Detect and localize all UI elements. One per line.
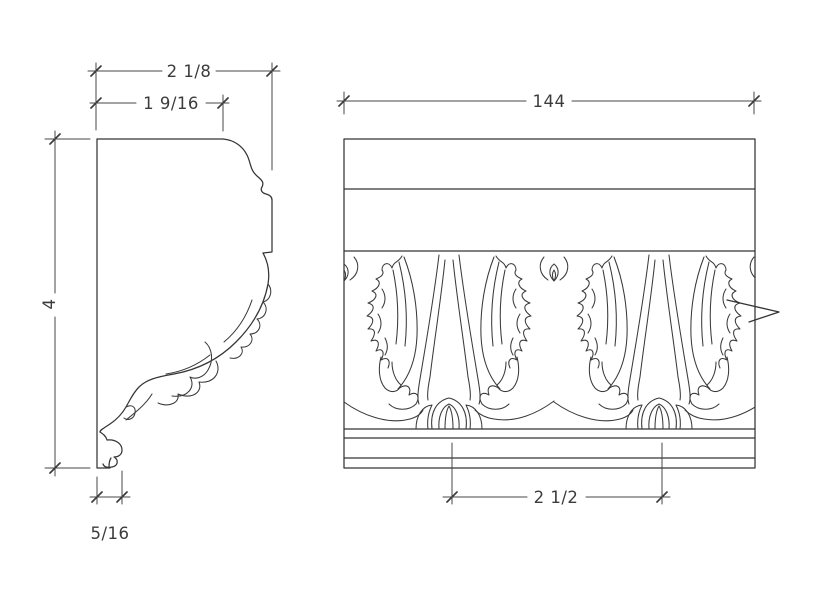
dim-top-face-label: 1 9/16 [143, 94, 199, 113]
profile-foot-ogee [99, 431, 123, 468]
profile-top-ogee [222, 138, 273, 254]
elevation-view [343, 138, 756, 469]
elevation-base-lines [343, 428, 756, 459]
profile-scallops [229, 283, 272, 359]
profile-bottom-curl [123, 405, 136, 420]
elevation-outline [343, 138, 756, 469]
profile-leaf-folds [157, 341, 219, 406]
elevation-dimensions: 144 2 1/2 [336, 91, 762, 507]
dim-height-label: 4 [40, 299, 59, 310]
dim-overall-length-label: 144 [533, 92, 566, 111]
break-mark [726, 299, 780, 323]
acanthus-frieze-band [330, 255, 822, 429]
profile-main-sweep [99, 252, 270, 433]
profile-view [96, 138, 273, 469]
dim-pattern-repeat-label: 2 1/2 [534, 488, 579, 507]
profile-back-edge [96, 138, 111, 469]
dimension-ticks [338, 95, 760, 503]
dimension-ticks [49, 65, 278, 503]
dim-overall-projection-label: 2 1/8 [167, 62, 212, 81]
dim-bottom-thickness-label: 5/16 [90, 524, 129, 543]
profile-dimensions: 2 1/8 1 9/16 4 5/16 [40, 62, 281, 543]
profile-inner-veins [125, 299, 253, 421]
elevation-fascia-lines [343, 188, 756, 252]
